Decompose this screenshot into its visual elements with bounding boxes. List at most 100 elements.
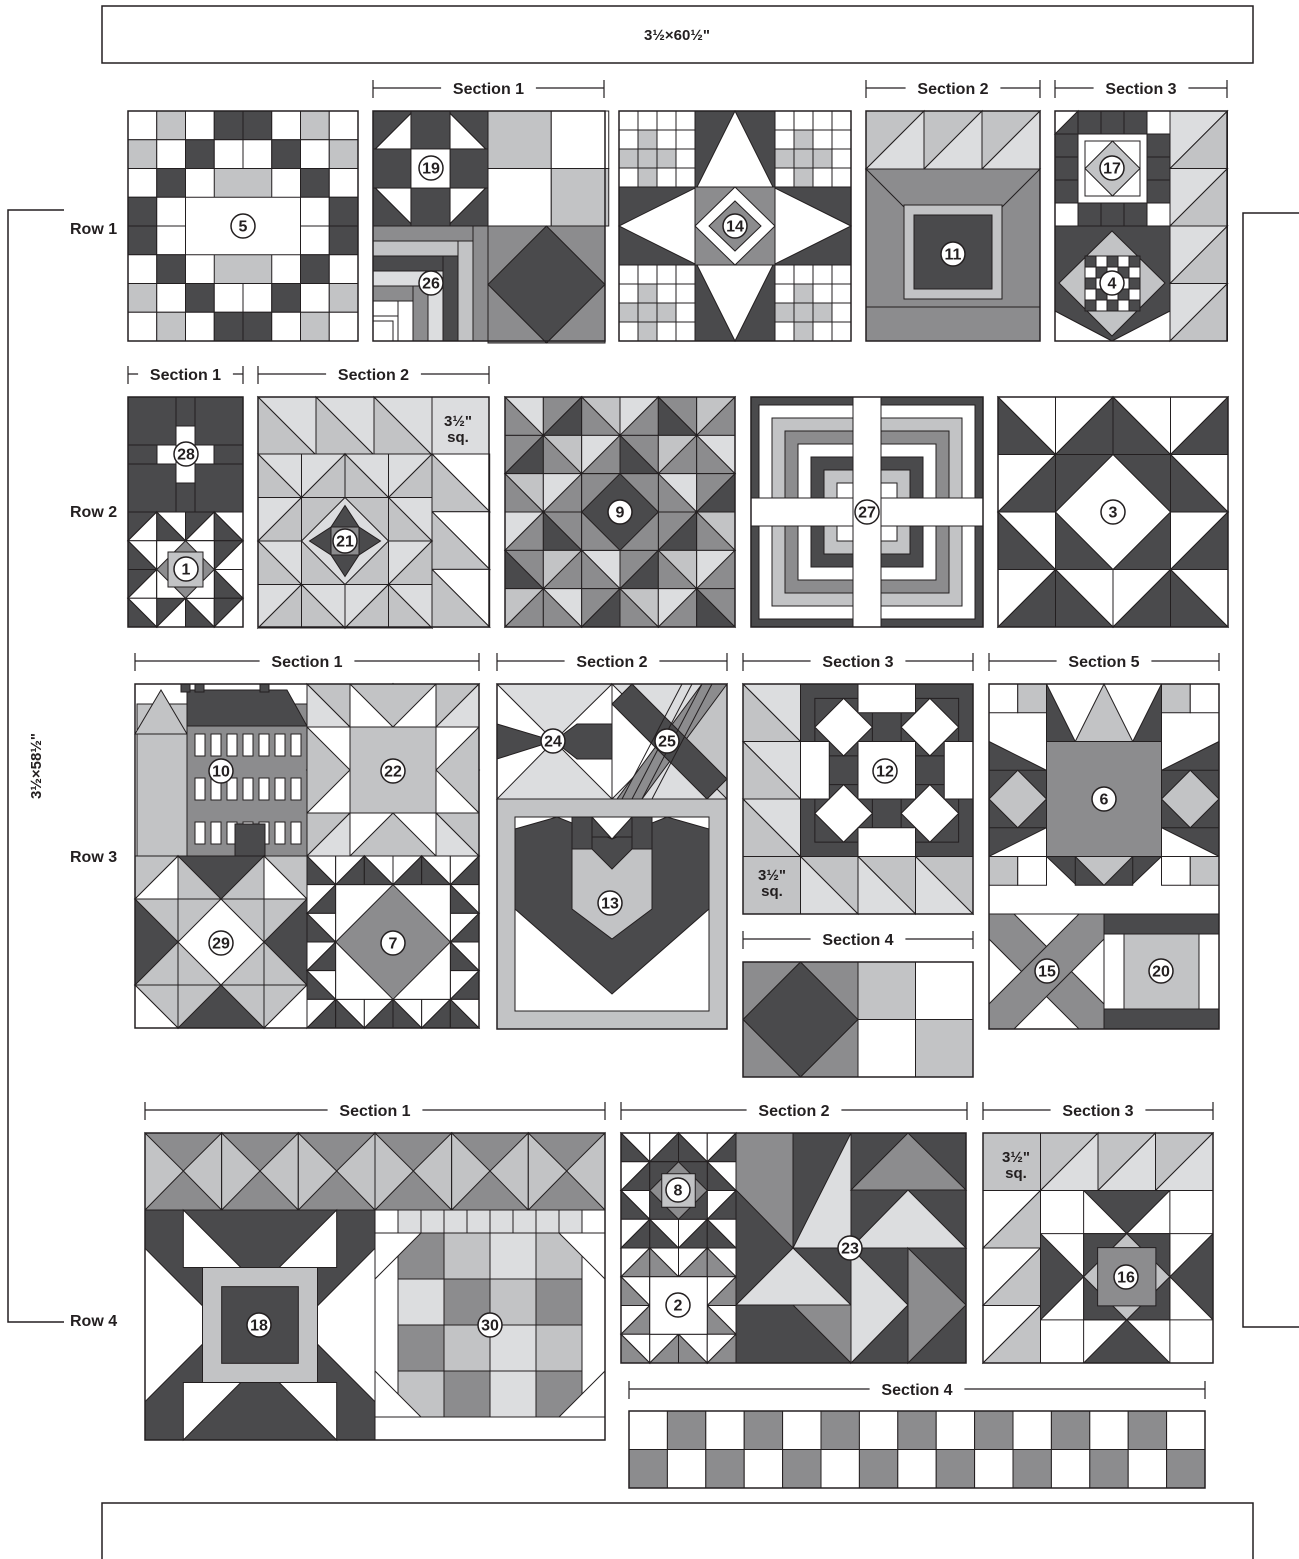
patch (794, 111, 813, 130)
patch (275, 822, 285, 844)
patch (657, 322, 676, 341)
patch (1085, 267, 1096, 278)
patch (619, 303, 638, 322)
patch (128, 169, 157, 198)
patch (443, 256, 458, 341)
patch (794, 265, 813, 284)
patch (301, 140, 330, 169)
patch (272, 140, 301, 169)
patch (619, 168, 638, 187)
block-number: 10 (209, 759, 233, 783)
patch (638, 168, 657, 187)
block-number: 29 (209, 931, 233, 955)
top-border-label: 3½×60½" (644, 27, 710, 44)
patch (214, 312, 243, 341)
block-number-text: 10 (212, 764, 230, 781)
patch (421, 1210, 444, 1233)
patch (301, 284, 330, 313)
patch (128, 197, 157, 226)
patch (936, 1450, 974, 1489)
patch (619, 111, 638, 130)
patch (657, 168, 676, 187)
patch (1129, 289, 1140, 300)
patch (243, 140, 272, 169)
patch (211, 822, 221, 844)
patch (619, 149, 638, 168)
quilt-block (621, 1133, 966, 1363)
block-number-text: 14 (726, 219, 744, 236)
patch (657, 284, 676, 303)
patch (444, 1371, 490, 1417)
patch (989, 857, 1018, 886)
patch (775, 303, 794, 322)
patch (128, 111, 157, 140)
patch (291, 822, 301, 844)
patch (513, 1210, 536, 1233)
section-bracket: Section 2 (258, 362, 489, 384)
patch (235, 824, 265, 856)
patch (301, 111, 330, 140)
block-number: 8 (666, 1178, 690, 1202)
section-label: Section 4 (881, 1382, 952, 1399)
patch (181, 684, 190, 692)
patch (794, 303, 813, 322)
patch (1147, 157, 1170, 180)
patch (676, 265, 695, 284)
block-number-text: 30 (481, 1318, 499, 1335)
section-bracket: Section 1 (373, 76, 604, 98)
patch (301, 255, 330, 284)
section-bracket: Section 2 (866, 76, 1040, 98)
patch (832, 149, 851, 168)
patch (832, 265, 851, 284)
block-number: 14 (723, 214, 747, 238)
square-size-note: 3½"sq. (444, 413, 472, 446)
patch (157, 111, 186, 140)
patch (783, 1411, 821, 1450)
block-number-text: 27 (858, 505, 876, 522)
section-label: Section 1 (150, 367, 221, 384)
patch (275, 734, 285, 756)
section-label: Section 3 (822, 654, 893, 671)
patch (444, 1210, 467, 1233)
block-number-text: 28 (177, 447, 195, 464)
patch (1147, 203, 1170, 226)
patch (794, 284, 813, 303)
patch (858, 684, 916, 713)
patch (832, 303, 851, 322)
patch (821, 1411, 859, 1450)
patch (473, 226, 488, 341)
patch (1104, 934, 1124, 1009)
patch (775, 322, 794, 341)
patch (989, 684, 1018, 713)
block-number: 17 (1100, 156, 1124, 180)
section-bracket: Section 5 (989, 649, 1219, 671)
patch (1018, 857, 1047, 886)
patch (1090, 1450, 1128, 1489)
patch (1124, 111, 1147, 134)
patch (128, 140, 157, 169)
patch (813, 303, 832, 322)
patch (214, 140, 243, 169)
patch (329, 111, 358, 140)
patch (259, 778, 269, 800)
patch (783, 1450, 821, 1489)
patch (801, 742, 830, 800)
patch (676, 322, 695, 341)
patch (329, 312, 358, 341)
patch (490, 1210, 513, 1233)
patch (638, 322, 657, 341)
block-number-text: 18 (250, 1318, 268, 1335)
patch (329, 169, 358, 198)
patch (1013, 1450, 1051, 1489)
patch (794, 168, 813, 187)
patch (157, 169, 186, 198)
side-border-label: 3½×58½" (28, 733, 45, 799)
bottom-border (102, 1503, 1253, 1559)
patch (128, 255, 157, 284)
patch (1128, 1450, 1166, 1489)
row-1-label: Row 1 (70, 221, 117, 238)
patch (291, 734, 301, 756)
patch (301, 197, 330, 226)
note-line-2: sq. (1005, 1165, 1027, 1182)
patch (813, 111, 832, 130)
